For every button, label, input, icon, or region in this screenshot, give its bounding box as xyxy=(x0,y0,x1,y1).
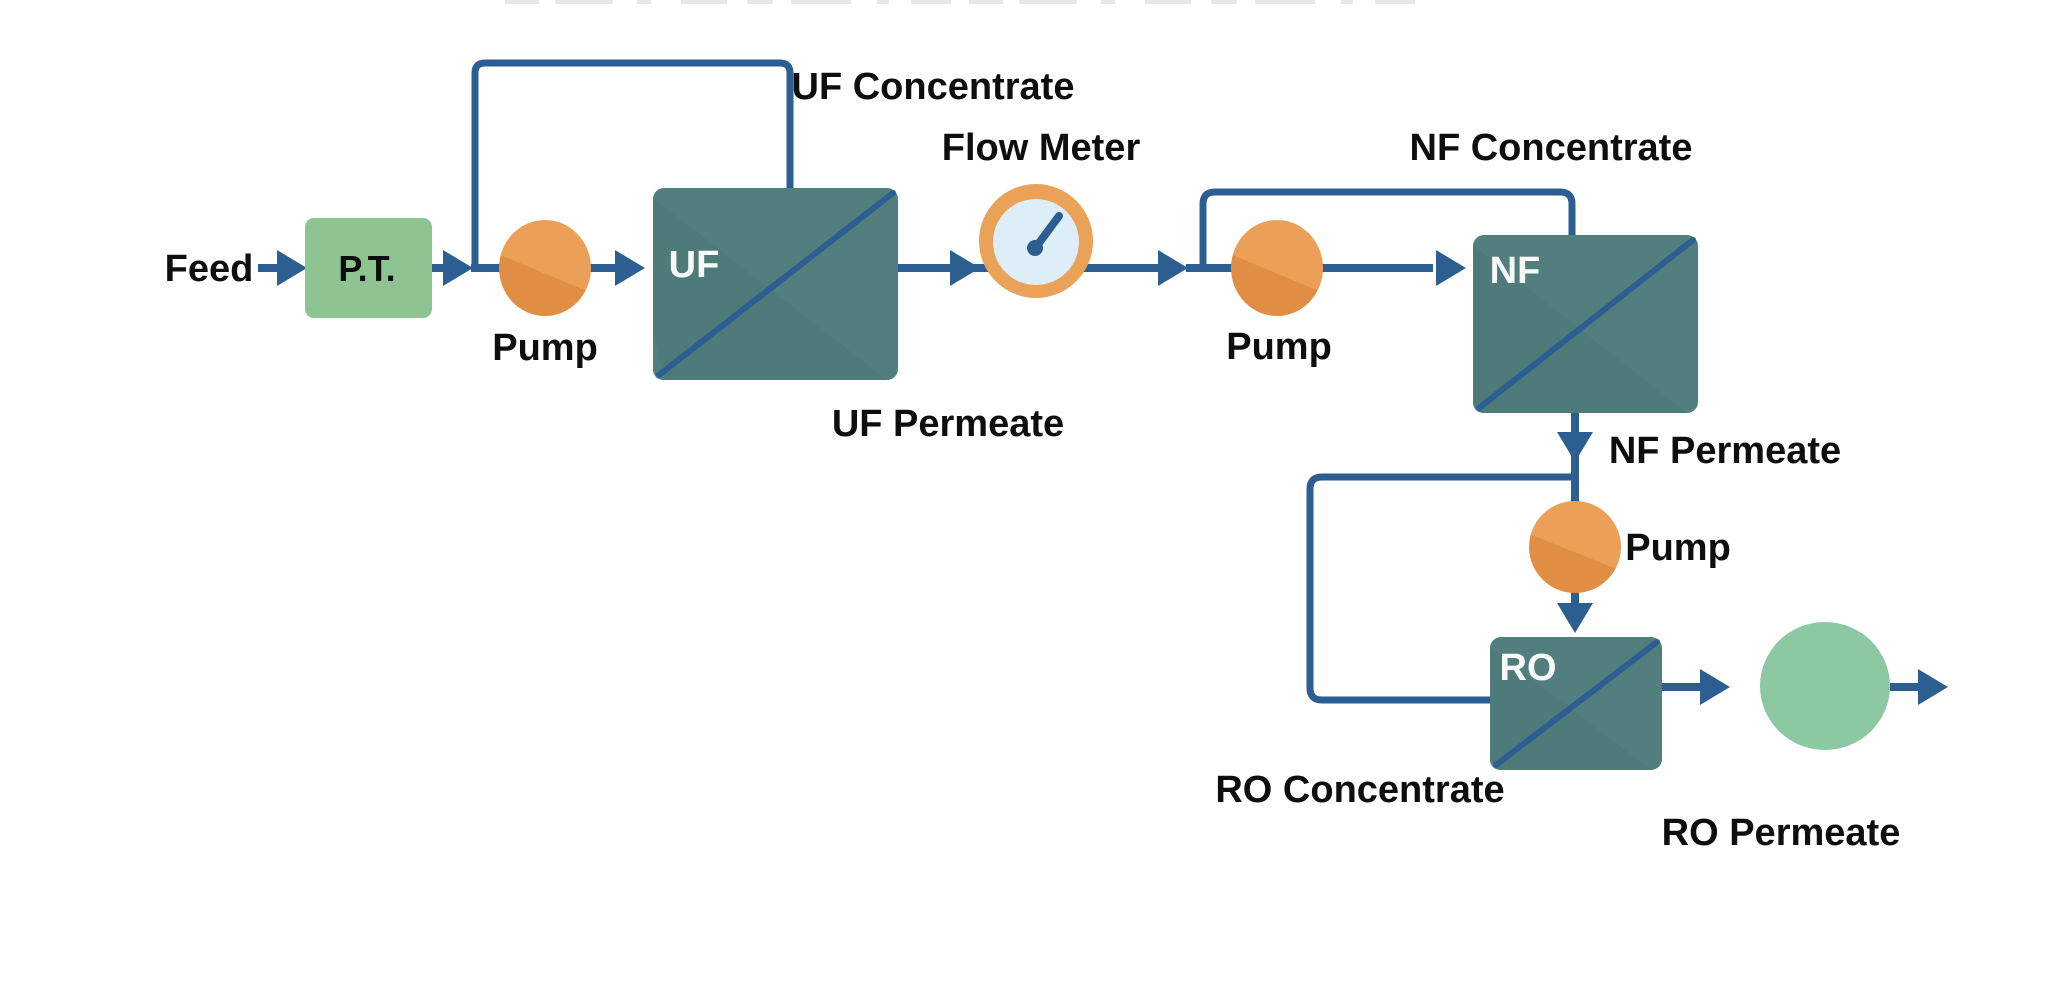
nf-pump-icon xyxy=(1231,220,1323,316)
uf-pump-label: Pump xyxy=(492,327,598,369)
ro-permeate-tank-node xyxy=(1760,622,1890,750)
uf-pump-node xyxy=(499,220,591,316)
ro-concentrate-label: RO Concentrate xyxy=(1215,769,1504,811)
ro-permeate-label: RO Permeate xyxy=(1662,812,1901,854)
flow-meter-node xyxy=(979,184,1093,298)
feed-label: Feed xyxy=(165,248,254,290)
pt-outlet-arrowhead-icon xyxy=(443,250,473,286)
nf-membrane-diagonal xyxy=(1476,237,1696,411)
pretreatment-node: P.T. xyxy=(305,218,432,318)
flow-meter-pivot xyxy=(1027,240,1043,256)
uf-inlet-arrowhead-icon xyxy=(615,250,645,286)
meter-outlet-arrowhead-icon xyxy=(1158,250,1188,286)
meter-inlet-arrowhead-icon xyxy=(950,250,980,286)
ro-pump-label: Pump xyxy=(1625,527,1731,569)
nf-membrane-label: NF xyxy=(1490,250,1541,292)
uf-pump-icon xyxy=(499,220,591,316)
uf-membrane-node: UF xyxy=(653,188,898,380)
uf-membrane-diagonal xyxy=(656,190,896,378)
uf-concentrate-recycle-line xyxy=(471,59,794,268)
tank-outlet-arrowhead-icon xyxy=(1918,669,1948,705)
uf-permeate-label: UF Permeate xyxy=(832,403,1064,445)
tank-inlet-arrowhead-icon xyxy=(1700,669,1730,705)
ro-membrane-diagonal xyxy=(1493,639,1660,768)
ro-membrane-node: RO xyxy=(1490,637,1662,770)
nf-membrane-node: NF xyxy=(1473,235,1698,413)
nf-permeate-label: NF Permeate xyxy=(1609,430,1841,472)
feed-arrowhead-icon xyxy=(277,250,307,286)
flow-meter-label: Flow Meter xyxy=(942,127,1141,169)
ro-permeate-tank-icon xyxy=(1760,622,1890,750)
pretreatment-label: P.T. xyxy=(338,248,395,289)
nf-inlet-arrowhead-icon xyxy=(1436,250,1466,286)
nf-permeate-arrowhead-icon xyxy=(1557,432,1593,462)
nf-pump-node xyxy=(1231,220,1323,316)
nf-concentrate-recycle-line xyxy=(1199,188,1576,268)
uf-concentrate-label: UF Concentrate xyxy=(792,66,1075,108)
ro-pump-node xyxy=(1529,501,1621,593)
labels: Feed Pump UF Concentrate Flow Meter UF P… xyxy=(165,66,1901,854)
ro-pump-icon xyxy=(1529,501,1621,593)
ro-inlet-arrowhead-icon xyxy=(1557,603,1593,633)
nf-concentrate-label: NF Concentrate xyxy=(1410,127,1693,169)
ro-membrane-label: RO xyxy=(1500,647,1557,689)
pretreatment-box xyxy=(305,218,432,318)
uf-membrane-label: UF xyxy=(669,244,720,286)
ro-concentrate-recycle-line xyxy=(1306,473,1575,704)
nf-pump-label: Pump xyxy=(1226,326,1332,368)
